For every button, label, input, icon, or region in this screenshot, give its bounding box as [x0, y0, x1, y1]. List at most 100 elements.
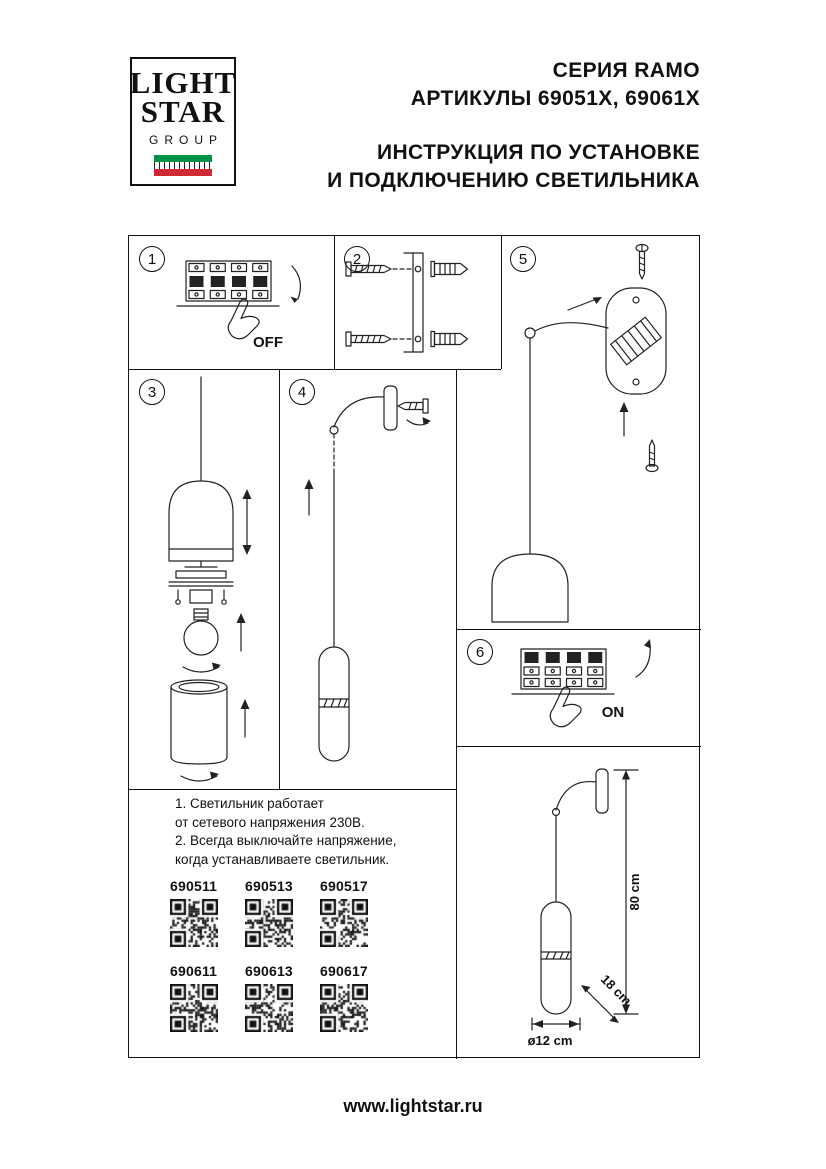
qr-code: [170, 984, 218, 1032]
safety-notes: 1. Светильник работает от сетевого напря…: [175, 795, 396, 869]
flip-down-arrow: [290, 265, 302, 303]
article-code: 690617: [320, 963, 368, 979]
finished-lamp-diagram: 80 cm 18 cm ø12 cm: [528, 768, 642, 1048]
wall-anchor-icon: [430, 330, 469, 348]
divider: [129, 369, 501, 371]
lamp-arm: [329, 396, 385, 435]
logo-word-light: LIGHT: [129, 64, 237, 100]
step-1-diagram-breaker-off: OFF: [176, 260, 302, 351]
divider: [501, 236, 503, 369]
up-arrow: [236, 613, 246, 652]
lamp-shade-cylinder: [170, 679, 228, 765]
step-6-badge: 6: [467, 639, 493, 665]
divider: [456, 746, 701, 748]
circuit-breaker: [176, 260, 280, 307]
on-label: ON: [602, 704, 625, 721]
diagram-grid: 1 2 5 3 4 6: [128, 235, 701, 1059]
off-label: OFF: [253, 334, 283, 351]
flag-green-stripe: [154, 154, 212, 162]
step-3-diagram-assembly: [168, 376, 252, 782]
updown-arrow: [242, 489, 252, 555]
series-title: СЕРИЯ RAMO: [552, 59, 700, 82]
article-item: 690517: [320, 878, 370, 947]
wall-anchor-icon: [430, 260, 469, 278]
note-line: когда устанавливаете светильник.: [175, 851, 390, 867]
step-2-badge: 2: [344, 246, 370, 272]
step-5-diagram-mounting: [491, 243, 667, 623]
article-item: 690617: [320, 963, 370, 1032]
article-item: 690611: [170, 963, 220, 1032]
circuit-breaker: [511, 648, 615, 695]
diameter-label: ø12 cm: [528, 1033, 573, 1048]
lamp-shade-dome: [491, 553, 569, 623]
wall-plate: [605, 287, 667, 395]
screw-icon: [635, 243, 649, 280]
article-item: 690613: [245, 963, 295, 1032]
socket-assembly: [168, 566, 234, 605]
logo-word-group: GROUP: [148, 132, 223, 147]
up-arrow: [304, 479, 314, 516]
step-6-diagram-breaker-on: ON: [511, 639, 651, 728]
step-4-diagram-hanging: [304, 385, 431, 762]
flag-red-stripe: [154, 168, 212, 176]
screw-icon: [345, 261, 392, 277]
article-code: 690611: [170, 963, 218, 979]
divider: [129, 789, 456, 791]
rotate-arrow: [180, 771, 219, 782]
step-2-diagram-fasteners: [345, 252, 469, 353]
qr-code: [170, 899, 218, 947]
divider: [334, 236, 336, 369]
qr-code: [320, 984, 368, 1032]
website-url: www.lightstar.ru: [343, 1096, 483, 1116]
qr-code: [245, 899, 293, 947]
article-qr-section: 690511 690513 690517 690611 690613: [170, 878, 370, 1032]
up-arrow: [240, 699, 250, 738]
instruction-title-line1: ИНСТРУКЦИЯ ПО УСТАНОВКЕ: [376, 141, 700, 164]
lamp-arm: [551, 780, 597, 817]
height-dimension: 80 cm: [613, 769, 642, 1015]
mounting-bracket: [403, 252, 424, 353]
diameter-dimension: ø12 cm: [528, 1017, 581, 1048]
logo-word-star: STAR: [140, 93, 226, 129]
light-bulb: [183, 608, 219, 656]
note-line: 2. Всегда выключайте напряжение,: [175, 833, 397, 848]
wall-plate: [595, 768, 609, 814]
screw-icon: [345, 331, 392, 347]
rotate-arrow: [182, 662, 221, 673]
article-code: 690513: [245, 878, 293, 894]
lamp-shade-dome: [168, 480, 234, 562]
screw-icon: [645, 439, 659, 473]
flip-up-arrow: [635, 639, 651, 678]
note-line: 1. Светильник работает: [175, 796, 324, 811]
logo-flag: [154, 154, 212, 176]
lamp-shade-capsule: [540, 901, 572, 1015]
step-4-badge: 4: [289, 379, 315, 405]
step-5-badge: 5: [510, 246, 536, 272]
articles-title: АРТИКУЛЫ 69051X, 69061X: [410, 87, 700, 110]
article-item: 690511: [170, 878, 220, 947]
article-code: 690517: [320, 878, 368, 894]
wall-plate: [383, 385, 398, 431]
note-line: от сетевого напряжения 230В.: [175, 814, 365, 830]
lamp-arm: [524, 322, 609, 339]
divider: [456, 629, 701, 631]
lightstar-logo: LIGHT STAR GROUP: [130, 57, 236, 186]
article-code: 690613: [245, 963, 293, 979]
height-label: 80 cm: [627, 874, 642, 911]
screw-icon: [397, 398, 429, 414]
divider: [279, 369, 281, 789]
qr-code: [320, 899, 368, 947]
hand-icon: [227, 298, 260, 340]
lamp-shade-capsule: [318, 646, 350, 762]
up-arrow: [619, 402, 629, 437]
divider: [456, 369, 458, 1059]
flag-white-stripe: [154, 161, 212, 169]
article-row: 690611 690613 690617: [170, 963, 370, 1032]
article-item: 690513: [245, 878, 295, 947]
hand-icon: [549, 686, 582, 728]
tighten-arrow: [406, 417, 431, 426]
header-title-block: СЕРИЯ RAMO АРТИКУЛЫ 69051X, 69061X ИНСТР…: [327, 57, 700, 195]
step-1-badge: 1: [139, 246, 165, 272]
article-code: 690511: [170, 878, 218, 894]
